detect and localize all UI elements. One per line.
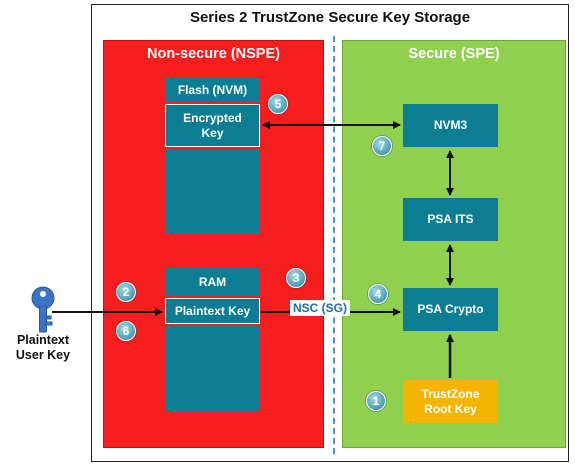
nvm3-label: NVM3: [433, 118, 468, 132]
flash-nvm-block: Flash (NVM): [165, 78, 260, 102]
flash-storage-area: [165, 149, 260, 234]
nspe-zone-label: Non-secure (NSPE): [147, 46, 280, 62]
psa-its-label: PSA ITS: [427, 212, 474, 226]
encrypted-key-label-line1: Encrypted: [183, 110, 242, 125]
user-key-label-line2: User Key: [15, 348, 71, 362]
psa-its-block: PSA ITS: [403, 198, 498, 241]
flash-nvm-label: Flash (NVM): [177, 82, 248, 97]
encrypted-key-block: Encrypted Key: [165, 104, 260, 147]
spe-zone-label: Secure (SPE): [408, 46, 500, 62]
nsc-gateway-label: NSC (SG): [290, 300, 350, 316]
plaintext-key-label: Plaintext Key: [174, 303, 251, 318]
encrypted-key-label-line2: Key: [201, 125, 224, 140]
nvm3-block: NVM3: [403, 104, 498, 147]
ram-label: RAM: [198, 274, 227, 289]
trustzone-root-key-block: TrustZone Root Key: [403, 380, 498, 423]
diagram-title: Series 2 TrustZone Secure Key Storage: [189, 9, 471, 26]
key-icon: [31, 286, 55, 333]
user-key-label-line1: Plaintext: [16, 333, 70, 347]
user-key-label: Plaintext User Key: [8, 333, 78, 363]
psa-crypto-label: PSA Crypto: [417, 302, 484, 316]
step-badge-4: 4: [368, 284, 388, 304]
step-badge-5: 5: [268, 94, 288, 114]
step-badge-2: 2: [116, 282, 136, 302]
step-badge-7: 7: [372, 136, 392, 156]
root-key-label-line2: Root Key: [424, 401, 477, 416]
psa-crypto-block: PSA Crypto: [403, 288, 498, 331]
step-badge-3: 3: [286, 268, 306, 288]
step-badge-1: 1: [366, 391, 386, 411]
plaintext-key-block: Plaintext Key: [165, 298, 260, 324]
ram-storage-area: [165, 326, 260, 411]
ram-block: RAM: [165, 268, 260, 296]
step-badge-6: 6: [116, 321, 136, 341]
root-key-label-line1: TrustZone: [421, 386, 480, 401]
security-boundary-divider: [333, 36, 335, 454]
